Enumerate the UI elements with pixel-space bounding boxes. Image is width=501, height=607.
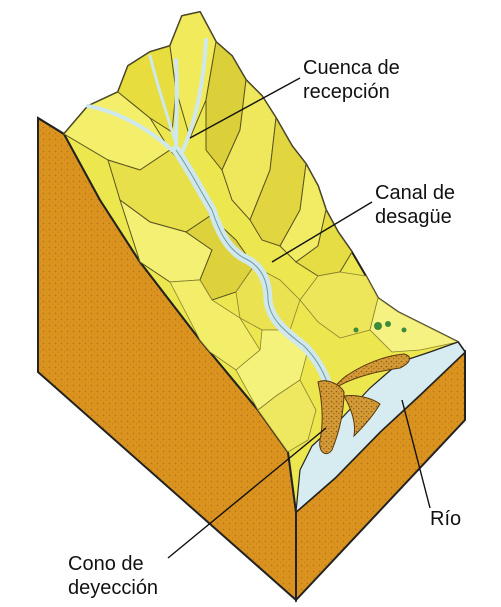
river xyxy=(295,341,466,514)
alluvial-fan xyxy=(317,380,345,455)
tributary-stream xyxy=(148,54,180,152)
alluvial-fan xyxy=(343,395,381,438)
label-line: deyección xyxy=(68,577,159,599)
label-line: Cono de xyxy=(68,553,144,575)
ridge-facet xyxy=(117,45,177,133)
tributary-stream xyxy=(174,58,179,152)
label-line: desagüe xyxy=(375,206,452,228)
alluvial-fan xyxy=(329,353,410,393)
leader-line-rio xyxy=(401,399,431,509)
label-cono-de-deyeccion: Cono de deyección xyxy=(68,552,158,600)
label-line: Cuenca de xyxy=(303,57,400,79)
tributary-stream xyxy=(180,38,208,154)
vegetation-patch xyxy=(385,321,391,327)
label-line: recepción xyxy=(303,81,390,103)
leader-line-canal xyxy=(271,201,373,263)
label-cuenca-de-recepcion: Cuenca de recepción xyxy=(303,56,400,104)
vegetation-patch xyxy=(353,327,359,333)
label-canal-de-desague: Canal de desagüe xyxy=(375,181,455,229)
slope-field xyxy=(257,379,317,453)
leader-line-cuenca xyxy=(189,77,301,139)
tributary-stream xyxy=(86,104,174,152)
vegetation-patch xyxy=(374,322,382,330)
slope-field xyxy=(369,297,460,353)
vegetation-patch xyxy=(401,327,407,333)
label-line: Canal de xyxy=(375,182,456,204)
leader-line-cono xyxy=(167,427,327,559)
label-rio: Río xyxy=(430,508,462,530)
